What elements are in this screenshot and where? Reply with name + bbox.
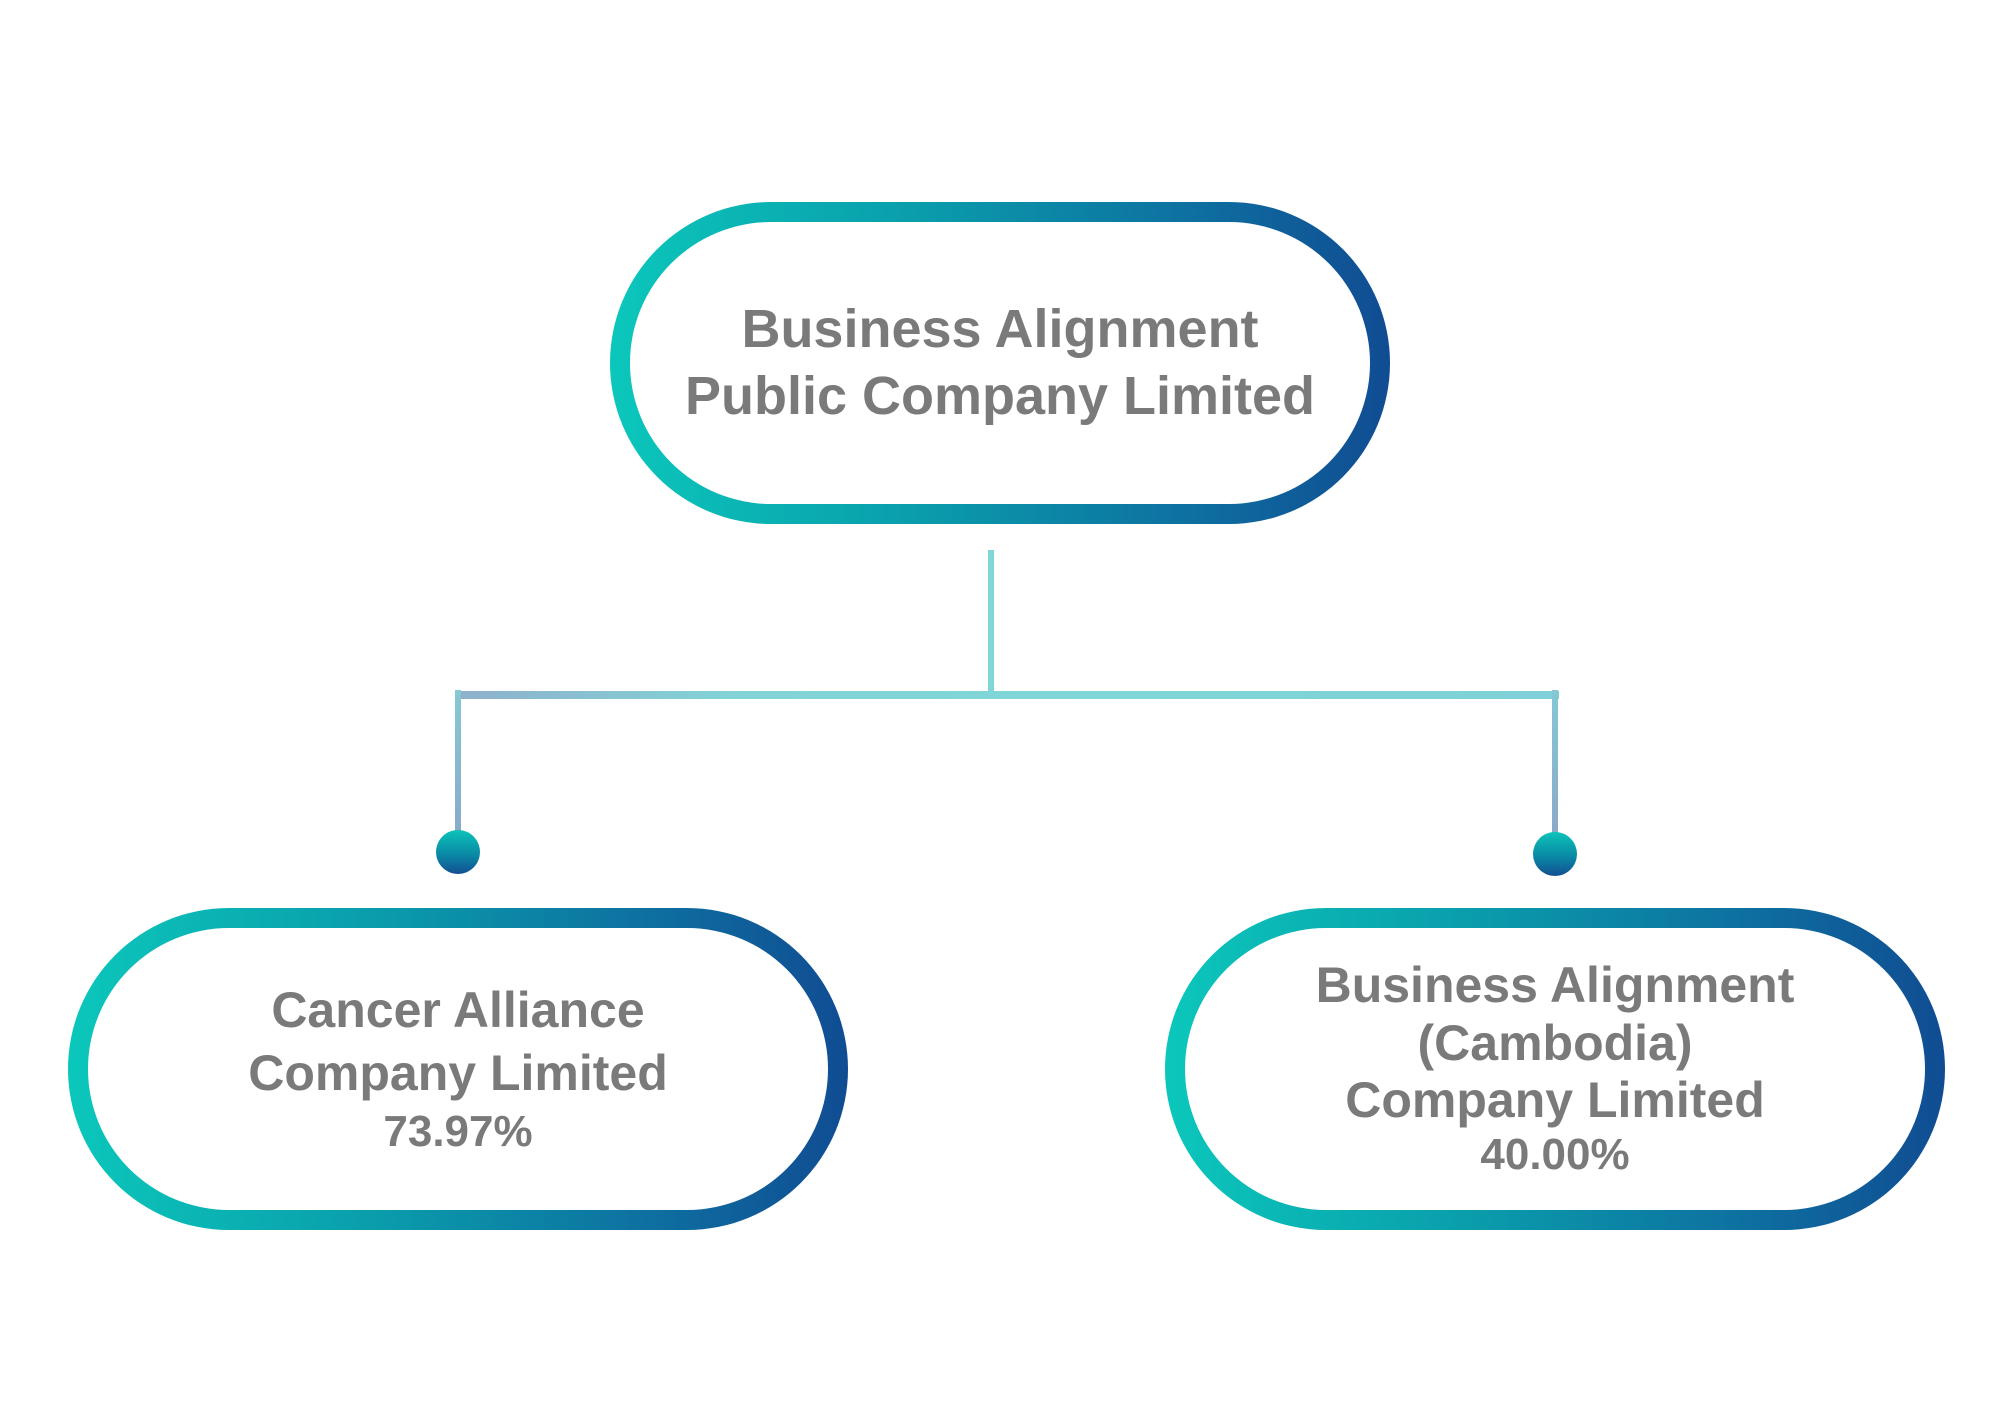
subsidiary-name-line-3: Company Limited [1345,1072,1765,1129]
parent-company-node: Business Alignment Public Company Limite… [610,202,1390,524]
subsidiary-name-line-2: Company Limited [248,1044,668,1101]
connector-horizontal [457,691,1559,699]
parent-company-name-line-2: Public Company Limited [684,366,1316,426]
ownership-percentage: 73.97% [383,1107,533,1156]
subsidiary-name-line-1: Business Alignment [1315,957,1795,1014]
connector-dot-right [1533,832,1577,876]
connector-branch-left [455,690,461,840]
connector-trunk [988,550,994,693]
subsidiary-node-cancer-alliance: Cancer Alliance Company Limited 73.97% [68,908,848,1230]
subsidiary-name-line-2: (Cambodia) [1417,1014,1693,1071]
ownership-percentage: 40.00% [1480,1129,1630,1179]
connector-dot-left [436,830,480,874]
subsidiary-name-line-1: Cancer Alliance [271,982,645,1038]
connector-branch-right [1552,690,1558,840]
subsidiary-node-body: Business Alignment (Cambodia) Company Li… [1185,928,1925,1210]
subsidiary-node-body: Cancer Alliance Company Limited 73.97% [88,928,828,1210]
parent-company-node-body: Business Alignment Public Company Limite… [630,222,1370,504]
subsidiary-node-cambodia: Business Alignment (Cambodia) Company Li… [1165,908,1945,1230]
parent-company-name-line-1: Business Alignment [741,298,1259,359]
